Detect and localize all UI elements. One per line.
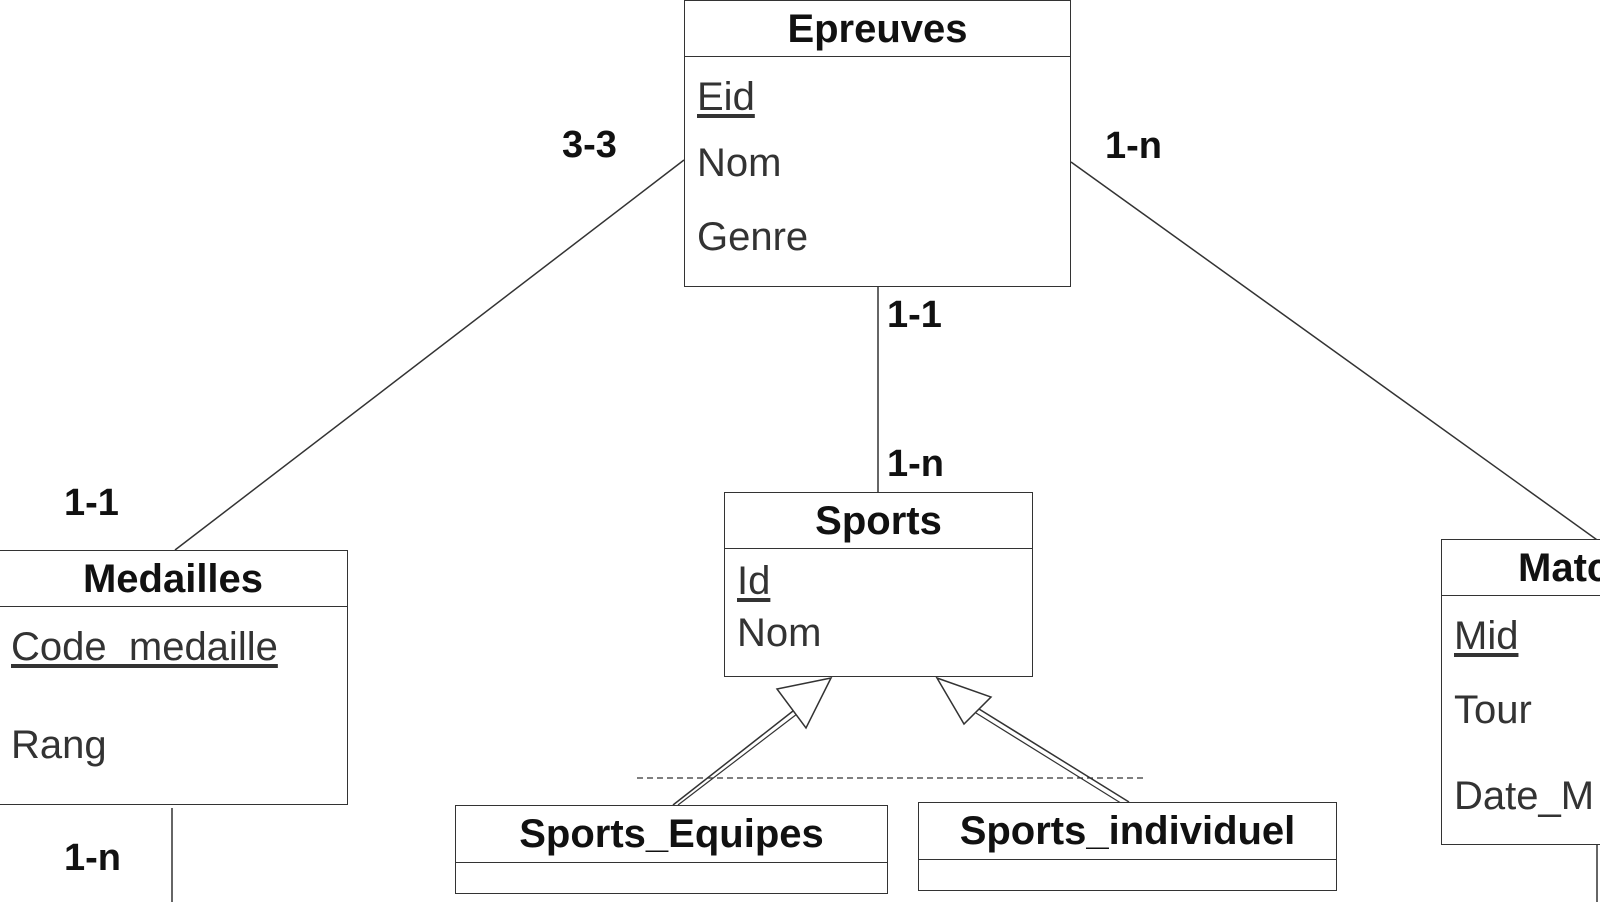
entity-matches[interactable]: Matc Mid Tour Date_M (1441, 539, 1600, 845)
entity-sports-individuel[interactable]: Sports_individuel (918, 802, 1337, 891)
link-epreuves-medailles (174, 159, 685, 551)
attr-matches-date: Date_M (1454, 774, 1595, 818)
entity-sports[interactable]: Sports Id Nom (724, 492, 1033, 677)
attr-sports-id: Id (737, 559, 771, 603)
inherit-line-equipes (672, 710, 794, 806)
inherit-arrowhead-individuel (935, 676, 993, 726)
attr-matches-mid: Mid (1454, 614, 1519, 658)
card-epreuves-sports: 1-1 (887, 294, 942, 336)
attr-sports-nom: Nom (737, 611, 822, 655)
entity-sports-equipes-title: Sports_Equipes (456, 806, 887, 863)
inherit-line-equipes-shadow (677, 713, 798, 806)
entity-medailles[interactable]: Medailles Code_medaille Rang (0, 550, 348, 805)
entity-matches-title: Matc (1442, 540, 1600, 596)
card-epreuves-matches: 1-n (1105, 125, 1162, 167)
card-medailles-epreuves: 1-1 (64, 482, 119, 524)
attr-medailles-code: Code_medaille (11, 625, 278, 669)
entity-epreuves-title: Epreuves (685, 1, 1070, 57)
card-epreuves-medailles: 3-3 (562, 124, 617, 166)
entity-sports-title: Sports (725, 493, 1032, 549)
entity-epreuves[interactable]: Epreuves Eid Nom Genre (684, 0, 1071, 287)
card-sports-epreuves: 1-n (887, 443, 944, 485)
inherit-line-individuel-shadow (975, 712, 1125, 806)
attr-epreuves-genre: Genre (697, 215, 809, 259)
card-medailles-bottom: 1-n (64, 837, 121, 879)
attr-matches-tour: Tour (1454, 688, 1532, 732)
attr-epreuves-nom: Nom (697, 141, 782, 185)
entity-medailles-title: Medailles (0, 551, 347, 607)
inherit-arrowhead-equipes (775, 676, 833, 730)
link-epreuves-matches (1070, 161, 1600, 543)
attr-medailles-rang: Rang (11, 723, 107, 767)
inherit-line-individuel (978, 708, 1130, 803)
entity-sports-individuel-title: Sports_individuel (919, 803, 1336, 860)
entity-sports-equipes[interactable]: Sports_Equipes (455, 805, 888, 894)
attr-epreuves-eid: Eid (697, 75, 755, 119)
